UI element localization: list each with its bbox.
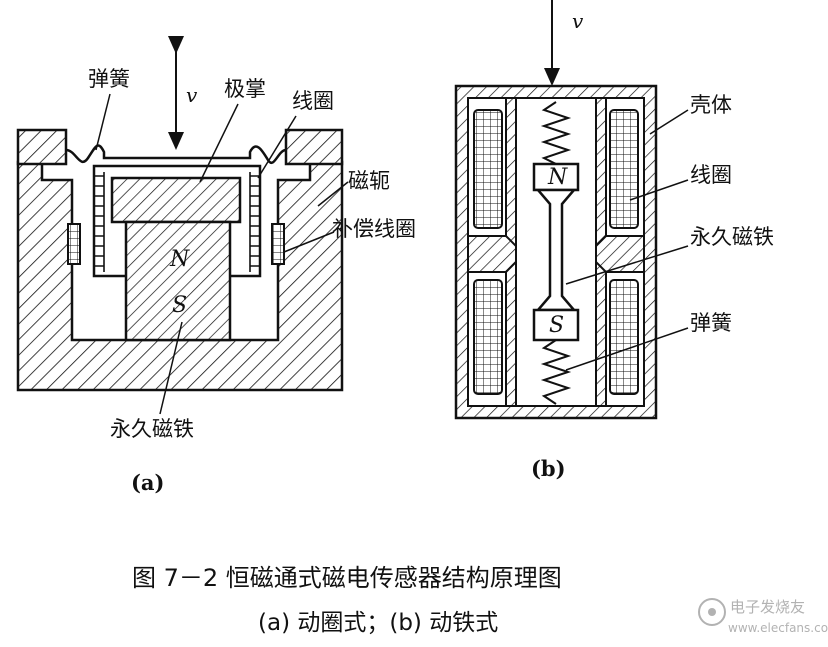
- coil-label-b: 线圈: [690, 163, 732, 187]
- right-compensation-coil: [271, 223, 285, 265]
- spring-leader-b: [565, 327, 689, 371]
- figure-a: N S v 弹簧 极掌 线圈 磁轭 补偿线圈 永久磁铁 (a): [16, 36, 416, 495]
- permanent-magnet-leader-a: [159, 321, 183, 415]
- compensation-coil-label: 补偿线圈: [332, 217, 416, 241]
- yoke-body: [16, 160, 344, 392]
- watermark-url: www.elecfans.com: [728, 621, 828, 635]
- permanent-magnet-a: [124, 220, 232, 342]
- sublabel-a: (a): [131, 470, 164, 495]
- left-compensation-coil: [67, 223, 81, 265]
- upper-spring: [540, 101, 572, 165]
- compensation-coil-leader: [283, 231, 335, 253]
- north-pole-label-a: N: [169, 247, 190, 272]
- south-pole-label-b: S: [549, 313, 564, 338]
- watermark: 电子发烧友 www.elecfans.com: [698, 598, 828, 635]
- lower-spring: [540, 339, 572, 405]
- coil-leader-b: [629, 179, 689, 201]
- coil-left-upper: [473, 109, 503, 229]
- coil-windings-left: [94, 172, 105, 272]
- pole-shoe-label: 极掌: [224, 77, 266, 101]
- yoke-label: 磁轭: [348, 169, 390, 193]
- coil-right-lower: [609, 279, 639, 395]
- coil-leader-a: [257, 115, 297, 179]
- sublabel-b: (b): [531, 456, 566, 481]
- left-top-cap: [16, 128, 68, 166]
- watermark-logo-icon: [698, 598, 726, 626]
- figure-b: N S v 壳体 线圈 永久磁铁 弹簧 (b): [454, 0, 774, 481]
- caption-line-2: (a) 动圈式；(b) 动铁式: [258, 610, 498, 636]
- south-pole-label-a: S: [172, 293, 187, 318]
- spring-label-a: 弹簧: [88, 67, 130, 91]
- spring-label-b: 弹簧: [690, 311, 732, 335]
- spring-membrane: [65, 144, 287, 164]
- caption-line-1: 图 7－2 恒磁通式磁电传感器结构原理图: [132, 564, 562, 592]
- north-pole-label-b: N: [547, 165, 568, 190]
- yoke-leader: [317, 181, 349, 207]
- coil-label-a: 线圈: [292, 89, 334, 113]
- permanent-magnet-leader-b: [565, 245, 689, 285]
- pole-shoe: [110, 176, 242, 224]
- left-pole-piece: [467, 235, 517, 273]
- coil-right-upper: [609, 109, 639, 229]
- permanent-magnet-label-a: 永久磁铁: [110, 417, 194, 441]
- watermark-logo-dot: [708, 608, 716, 616]
- spring-leader-a: [95, 93, 111, 151]
- coil-windings-right: [249, 172, 260, 272]
- velocity-label-a: v: [186, 83, 198, 107]
- coil-left-lower: [473, 279, 503, 395]
- velocity-label-b: v: [572, 9, 584, 33]
- right-top-cap: [284, 128, 344, 166]
- pole-shoe-leader: [199, 103, 239, 183]
- housing-leader: [649, 109, 689, 135]
- watermark-name: 电子发烧友: [730, 598, 805, 616]
- housing-label: 壳体: [690, 93, 732, 117]
- permanent-magnet-label-b: 永久磁铁: [690, 225, 774, 249]
